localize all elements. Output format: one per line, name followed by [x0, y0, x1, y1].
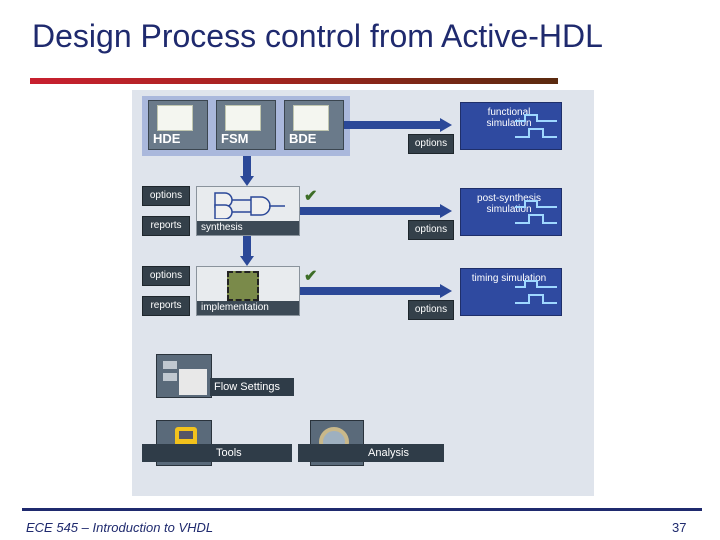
- synthesis-button[interactable]: synthesis: [196, 186, 300, 236]
- analysis-button[interactable]: Analysis: [298, 444, 444, 462]
- settings-dialog-icon: [179, 369, 207, 395]
- hde-tool-button[interactable]: HDE: [148, 100, 208, 150]
- synthesis-options-button[interactable]: options: [142, 186, 190, 206]
- footer-course: ECE 545 – Introduction to VHDL: [26, 520, 214, 535]
- waveform-icon: [515, 200, 557, 224]
- settings-tab-icon: [163, 361, 177, 369]
- functional-simulation-button[interactable]: functional simulation: [460, 102, 562, 150]
- title-underline: [30, 78, 558, 84]
- slide-title: Design Process control from Active-HDL: [32, 18, 603, 54]
- implementation-options-button[interactable]: options: [142, 266, 190, 286]
- implementation-reports-button[interactable]: reports: [142, 296, 190, 316]
- functional-options-button[interactable]: options: [408, 134, 454, 154]
- connector-synthesis-implementation: [243, 236, 251, 258]
- timing-simulation-label: timing simulation: [471, 273, 547, 284]
- page-number: 37: [672, 520, 687, 535]
- synthesis-label: synthesis: [197, 221, 299, 235]
- implementation-label: implementation: [197, 301, 299, 315]
- post-synthesis-options-button[interactable]: options: [408, 220, 454, 240]
- fsm-tool-button[interactable]: FSM: [216, 100, 276, 150]
- arrow-to-timing: [300, 287, 444, 295]
- timing-options-button[interactable]: options: [408, 300, 454, 320]
- arrow-to-functional: [344, 121, 444, 129]
- meter-display-icon: [179, 431, 193, 439]
- tools-label: Tools: [216, 447, 242, 459]
- document-icon: [157, 105, 193, 131]
- bde-tool-button[interactable]: BDE: [284, 100, 344, 150]
- arrow-down-icon: [240, 176, 254, 186]
- hde-label: HDE: [153, 131, 181, 146]
- chip-icon: [227, 271, 259, 301]
- state-diagram-icon: [225, 105, 261, 131]
- arrow-down-icon: [240, 256, 254, 266]
- waveform-icon: [515, 280, 557, 304]
- post-synthesis-simulation-button[interactable]: post-synthesis simulation: [460, 188, 562, 236]
- arrowhead-icon: [440, 118, 452, 132]
- implementation-check-icon: ✔: [304, 268, 318, 285]
- bde-label: BDE: [289, 131, 317, 146]
- flow-settings-button[interactable]: Flow Settings: [210, 378, 294, 396]
- analysis-label: Analysis: [368, 447, 409, 459]
- block-diagram-icon: [293, 105, 329, 131]
- settings-tab-icon: [163, 373, 177, 381]
- waveform-icon: [515, 114, 557, 138]
- fsm-label: FSM: [221, 131, 249, 146]
- connector-entry-synthesis: [243, 156, 251, 178]
- tools-button[interactable]: Tools: [142, 444, 292, 462]
- footer-divider: [22, 508, 702, 511]
- design-flow-panel: HDE FSM BDE options options options func…: [132, 90, 594, 496]
- synthesis-check-icon: ✔: [304, 188, 318, 205]
- timing-simulation-button[interactable]: timing simulation: [460, 268, 562, 316]
- arrowhead-icon: [440, 284, 452, 298]
- synthesis-reports-button[interactable]: reports: [142, 216, 190, 236]
- logic-gates-icon: [214, 192, 285, 219]
- arrowhead-icon: [440, 204, 452, 218]
- settings-window-icon: [156, 354, 212, 398]
- functional-simulation-label: functional simulation: [486, 107, 532, 129]
- implementation-button[interactable]: implementation: [196, 266, 300, 316]
- post-synthesis-simulation-label: post-synthesis simulation: [477, 193, 541, 215]
- arrow-to-post-synthesis: [300, 207, 444, 215]
